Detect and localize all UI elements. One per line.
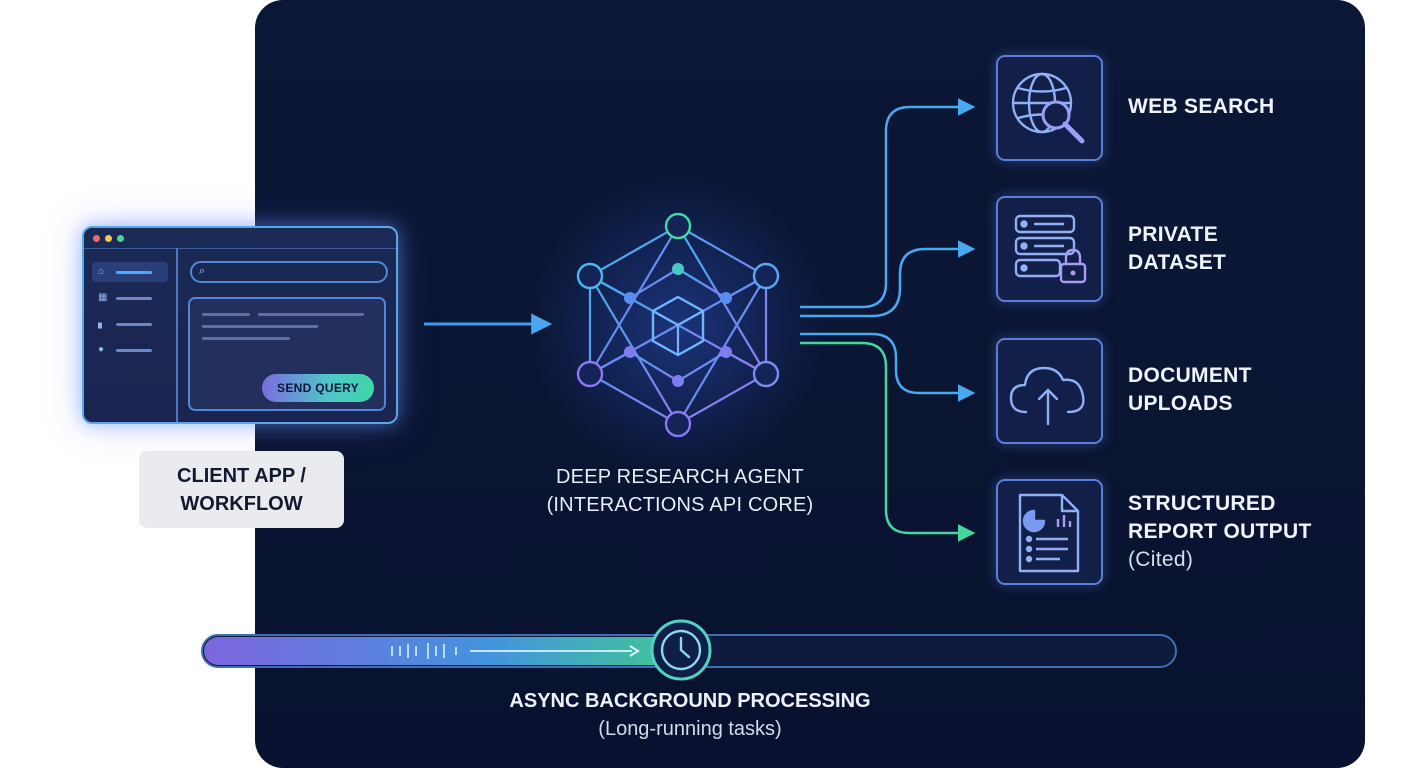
sidebar-item-profile[interactable]: ● [92, 340, 168, 360]
agent-label-line1: DEEP RESEARCH AGENT [556, 466, 804, 488]
client-label-line2: WORKFLOW [180, 492, 303, 515]
globe-search-icon [1011, 72, 1085, 144]
sidebar-item-home[interactable]: ⌂ [92, 262, 168, 282]
close-dot [93, 235, 100, 242]
agent-label-line2: (INTERACTIONS API CORE) [546, 494, 814, 516]
report-output-box [996, 479, 1103, 585]
async-label: ASYNC BACKGROUND PROCESSING (Long-runnin… [440, 687, 940, 743]
search-icon: ⌕ [199, 265, 206, 277]
minimize-dot [105, 235, 112, 242]
text-line [202, 325, 318, 328]
web-search-label: WEB SEARCH [1128, 95, 1275, 118]
send-query-button[interactable]: SEND QUERY [262, 374, 374, 402]
document-uploads-box [996, 338, 1103, 444]
database-lock-icon [1014, 214, 1087, 284]
bar-chart-icon: ▖ [98, 318, 106, 329]
text-line [258, 313, 364, 316]
window-titlebar [84, 228, 396, 249]
sidebar-item-stats[interactable]: ▖ [92, 314, 168, 334]
client-label-line1: CLIENT APP / [177, 464, 306, 487]
private-dataset-label: PRIVATE DATASET [1128, 223, 1227, 274]
grid-icon: ▦ [98, 292, 108, 303]
client-label: CLIENT APP / WORKFLOW [139, 451, 344, 528]
document-uploads-label: DOCUMENT UPLOADS [1128, 364, 1252, 415]
report-document-icon [1018, 493, 1080, 573]
maximize-dot [117, 235, 124, 242]
text-line [202, 313, 250, 316]
client-sidebar: ⌂ ▦ ▖ ● [84, 248, 178, 422]
async-label-note: (Long-running tasks) [598, 718, 782, 740]
text-line [202, 337, 290, 340]
async-label-main: ASYNC BACKGROUND PROCESSING [509, 690, 871, 712]
home-icon: ⌂ [98, 266, 105, 277]
private-dataset-box [996, 196, 1103, 302]
report-output-label: STRUCTURED REPORT OUTPUT (Cited) [1128, 492, 1312, 571]
agent-label: DEEP RESEARCH AGENT (INTERACTIONS API CO… [490, 463, 870, 519]
circle-icon: ● [98, 344, 105, 355]
web-search-box [996, 55, 1103, 161]
cloud-upload-icon [1009, 366, 1085, 426]
client-app-window: ⌂ ▦ ▖ ● ⌕ SEND QUERY [82, 226, 398, 424]
search-input[interactable]: ⌕ [190, 261, 388, 283]
sidebar-item-grid[interactable]: ▦ [92, 288, 168, 308]
